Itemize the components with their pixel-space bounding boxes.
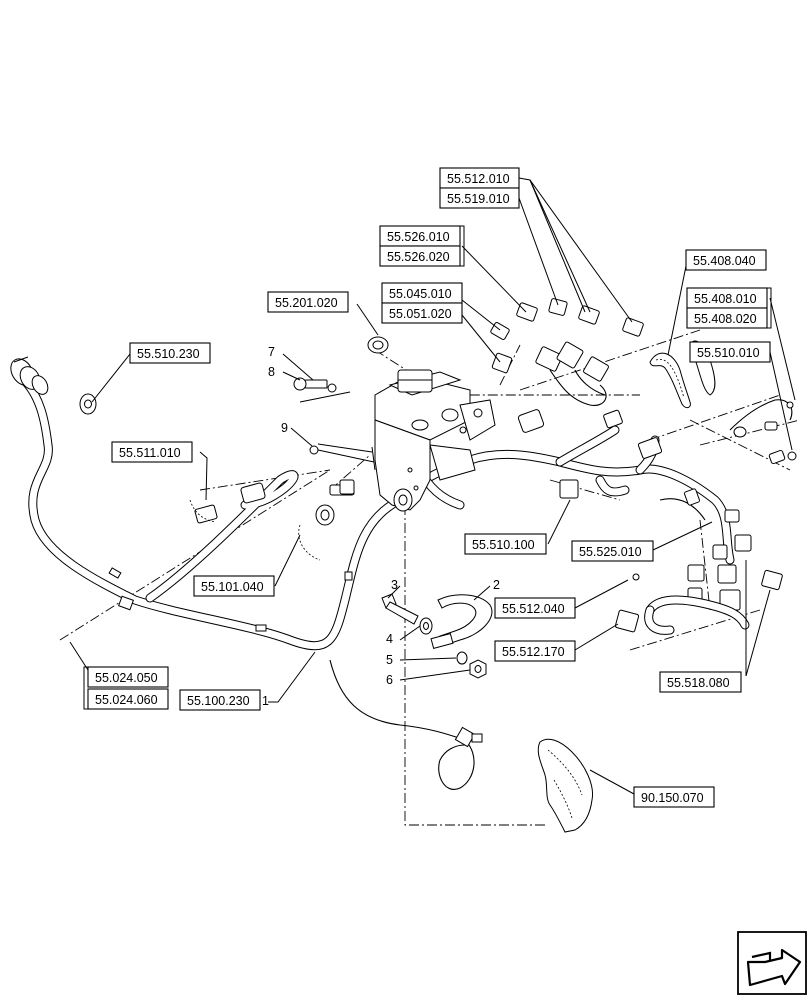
svg-text:55.512.010: 55.512.010 (447, 172, 510, 186)
ref-55-510-230[interactable]: 55.510.230 (129, 342, 211, 364)
item-number-5: 5 (386, 653, 393, 667)
ref-55-051-020[interactable]: 55.051.020 (381, 302, 463, 324)
ref-90-150-070[interactable]: 90.150.070 (633, 786, 715, 808)
ref-55-201-020[interactable]: 55.201.020 (267, 291, 349, 313)
svg-text:55.518.080: 55.518.080 (667, 676, 730, 690)
right-sensor-cable (729, 399, 797, 465)
ref-55-512-040[interactable]: 55.512.040 (494, 597, 576, 619)
svg-text:55.101.040: 55.101.040 (201, 580, 264, 594)
svg-text:55.510.230: 55.510.230 (137, 347, 200, 361)
hardware-parts (293, 377, 493, 679)
item-number-1: 1 (262, 694, 269, 708)
svg-text:55.526.010: 55.526.010 (387, 230, 450, 244)
svg-text:90.150.070: 90.150.070 (641, 791, 704, 805)
ref-55-024-060[interactable]: 55.024.060 (87, 688, 169, 710)
central-control-unit (374, 369, 545, 512)
svg-text:55.510.100: 55.510.100 (472, 538, 535, 552)
svg-text:55.526.020: 55.526.020 (387, 250, 450, 264)
svg-text:55.201.020: 55.201.020 (275, 296, 338, 310)
ref-55-101-040[interactable]: 55.101.040 (193, 575, 275, 597)
ref-55-518-080[interactable]: 55.518.080 (659, 671, 742, 693)
svg-text:55.408.010: 55.408.010 (694, 292, 757, 306)
svg-text:55.512.040: 55.512.040 (502, 602, 565, 616)
lower-wire-loop (329, 659, 483, 790)
item-number-4: 4 (386, 632, 393, 646)
svg-text:55.051.020: 55.051.020 (389, 307, 452, 321)
mounting-bracket (537, 738, 594, 833)
ref-55-510-100[interactable]: 55.510.100 (464, 533, 547, 555)
ref-55-510-010[interactable]: 55.510.010 (689, 341, 771, 363)
item-number-8: 8 (268, 365, 275, 379)
next-page-arrow-icon[interactable] (737, 931, 807, 995)
ref-55-511-010[interactable]: 55.511.010 (111, 441, 193, 463)
reference-labels: 55.512.010 55.519.010 55.526.010 55.526.… (83, 167, 772, 808)
ref-55-024-050[interactable]: 55.024.050 (87, 666, 169, 688)
svg-text:55.045.010: 55.045.010 (389, 287, 452, 301)
item-number-6: 6 (386, 673, 393, 687)
svg-text:55.408.040: 55.408.040 (693, 254, 756, 268)
svg-text:55.024.060: 55.024.060 (95, 693, 158, 707)
ref-55-045-010[interactable]: 55.045.010 (381, 282, 463, 304)
ref-55-519-010[interactable]: 55.519.010 (439, 187, 520, 209)
svg-text:55.024.050: 55.024.050 (95, 671, 158, 685)
ref-55-408-010[interactable]: 55.408.010 (686, 287, 768, 309)
item-number-2: 2 (493, 578, 500, 592)
ref-55-408-020[interactable]: 55.408.020 (686, 307, 768, 329)
ref-55-100-230[interactable]: 55.100.230 (179, 689, 261, 711)
item-number-3: 3 (391, 578, 398, 592)
left-end-connector (10, 356, 97, 415)
center-lines (59, 329, 801, 826)
svg-text:55.408.020: 55.408.020 (694, 312, 757, 326)
mid-connectors (189, 409, 663, 561)
ref-55-512-170[interactable]: 55.512.170 (494, 640, 576, 662)
svg-text:55.511.010: 55.511.010 (119, 446, 181, 460)
item-number-9: 9 (281, 421, 288, 435)
item-numbers: 7 8 9 3 2 4 5 6 1 (262, 345, 500, 708)
item-number-7: 7 (268, 345, 275, 359)
ref-55-512-010[interactable]: 55.512.010 (439, 167, 520, 189)
svg-text:55.512.170: 55.512.170 (502, 645, 565, 659)
ref-55-408-040[interactable]: 55.408.040 (685, 249, 767, 271)
svg-text:55.510.010: 55.510.010 (697, 346, 760, 360)
svg-text:55.525.010: 55.525.010 (579, 545, 642, 559)
ref-55-526-020[interactable]: 55.526.020 (379, 245, 461, 267)
svg-text:55.100.230: 55.100.230 (187, 694, 250, 708)
right-lower-connectors (614, 488, 783, 635)
ref-55-525-010[interactable]: 55.525.010 (571, 540, 654, 562)
ref-55-526-010[interactable]: 55.526.010 (379, 225, 461, 247)
leader-lines (69, 177, 796, 795)
svg-text:55.519.010: 55.519.010 (447, 192, 510, 206)
